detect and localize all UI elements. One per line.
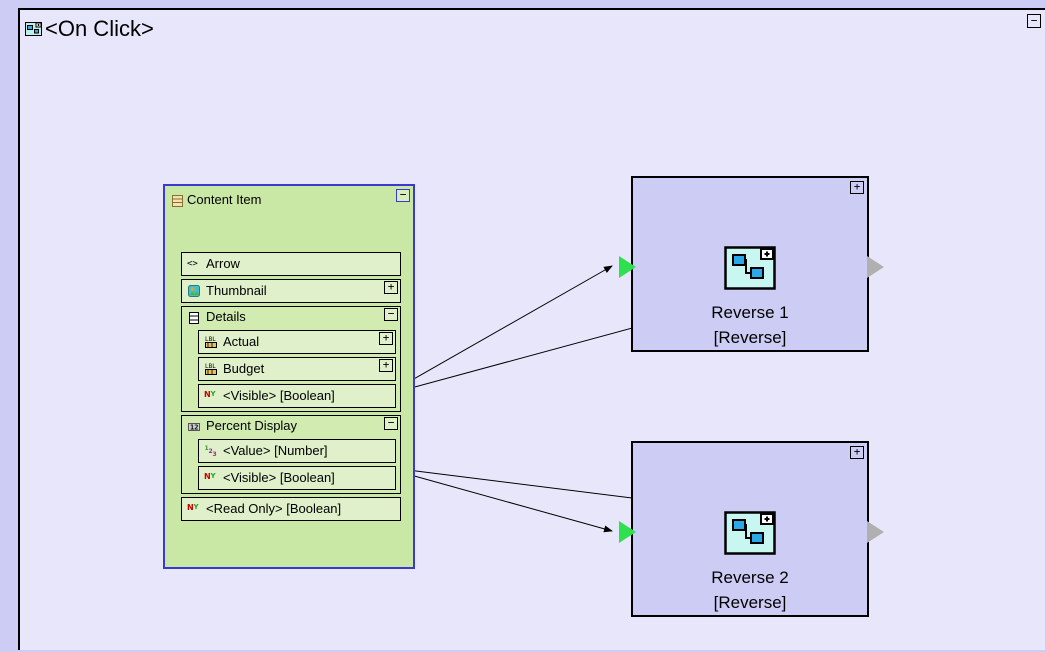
svg-text:N: N: [204, 472, 211, 481]
diagram-icon: [724, 511, 776, 555]
number-field-icon: 12: [187, 420, 202, 434]
content-item-collapse-button[interactable]: −: [396, 189, 410, 202]
label-icon: LBL: [204, 362, 219, 376]
tree-group-percent-display[interactable]: 12 Percent Display − 1 2 3: [181, 415, 401, 494]
tree-group-details[interactable]: Details − LBL Actual +: [181, 306, 401, 412]
tree-row-label: Thumbnail: [206, 283, 267, 298]
tree-group-collapse-button[interactable]: −: [384, 308, 398, 321]
tree-group-label: Details: [206, 309, 246, 324]
node-output-port[interactable]: [867, 256, 884, 278]
tree-row-label: Budget: [223, 361, 265, 376]
node-caption: Reverse 2 [Reverse]: [633, 565, 867, 615]
tree-row-read-only[interactable]: N Y <Read Only> [Boolean]: [181, 497, 401, 521]
angle-brackets-icon: <>: [187, 259, 198, 269]
node-caption: Reverse 1 [Reverse]: [633, 300, 867, 350]
node-reverse-2[interactable]: + Reverse 2 [Reverse]: [619, 441, 884, 617]
tree-row-label: <Read Only> [Boolean]: [206, 501, 342, 516]
tree-row-label: Actual: [223, 334, 260, 349]
tree-row-label: <Value> [Number]: [223, 443, 328, 458]
node-type-label: [Reverse]: [713, 593, 787, 612]
page-title: <On Click>: [45, 16, 154, 41]
node-expand-button[interactable]: +: [850, 446, 864, 459]
tree-row-actual[interactable]: LBL Actual +: [198, 330, 396, 354]
svg-text:Y: Y: [210, 472, 217, 480]
boolean-icon: N Y: [204, 471, 219, 485]
svg-text:N: N: [187, 503, 194, 512]
image-icon: [187, 284, 202, 298]
tree-group-collapse-button[interactable]: −: [384, 417, 398, 430]
node-output-port[interactable]: [867, 521, 884, 543]
edge-percent-visible-to-reverse2: [399, 471, 613, 533]
svg-text:Y: Y: [193, 503, 200, 511]
boolean-icon: N Y: [204, 389, 219, 403]
tree-row-expand-button[interactable]: +: [384, 281, 398, 294]
svg-text:3: 3: [213, 451, 217, 458]
tree-row-label: <Visible> [Boolean]: [223, 388, 335, 403]
tree-row-expand-button[interactable]: +: [379, 332, 393, 345]
diagram-icon: [25, 22, 42, 36]
label-icon: LBL: [204, 335, 219, 349]
window-titlebar: <On Click> −: [20, 10, 1045, 48]
node-input-port[interactable]: [619, 256, 636, 278]
diagram-window: <On Click> − Content Item − <> Arrow: [18, 8, 1045, 650]
content-item-tree: <> Arrow Thumbnail +: [181, 252, 401, 524]
tree-group-label: Percent Display: [206, 418, 298, 433]
content-item-title: Content Item: [187, 192, 262, 207]
edge-details-visible-to-reverse1: [397, 265, 613, 389]
tree-row-details-visible[interactable]: N Y <Visible> [Boolean]: [198, 384, 396, 408]
form-icon: [172, 195, 183, 207]
svg-text:2: 2: [209, 448, 213, 455]
svg-text:N: N: [204, 390, 211, 399]
node-name: Reverse 1: [711, 303, 789, 322]
tree-row-budget[interactable]: LBL Budget +: [198, 357, 396, 381]
tree-row-percent-visible[interactable]: N Y <Visible> [Boolean]: [198, 466, 396, 490]
tree-row-arrow[interactable]: <> Arrow: [181, 252, 401, 276]
window-collapse-button[interactable]: −: [1027, 14, 1041, 28]
number-icon: 1 2 3: [204, 444, 219, 458]
node-reverse-1[interactable]: + Reverse 1 [Reverse]: [619, 176, 884, 352]
svg-text:12: 12: [190, 424, 198, 432]
node-expand-button[interactable]: +: [850, 181, 864, 194]
svg-text:1: 1: [205, 445, 209, 452]
node-name: Reverse 2: [711, 568, 789, 587]
svg-text:LBL: LBL: [205, 363, 216, 370]
svg-text:Y: Y: [210, 390, 217, 398]
form-icon: [187, 311, 202, 325]
tree-row-percent-value[interactable]: 1 2 3 <Value> [Number]: [198, 439, 396, 463]
tree-row-label: Arrow: [206, 256, 240, 271]
tree-group-header: 12 Percent Display −: [182, 416, 400, 439]
tree-row-expand-button[interactable]: +: [379, 359, 393, 372]
boolean-icon: N Y: [187, 502, 202, 516]
tree-group-children: 1 2 3 <Value> [Number] N Y: [198, 439, 396, 490]
node-type-label: [Reverse]: [713, 328, 787, 347]
tree-group-children: LBL Actual + LBL: [198, 330, 396, 408]
node-input-port[interactable]: [619, 521, 636, 543]
tree-row-thumbnail[interactable]: Thumbnail +: [181, 279, 401, 303]
tree-group-header: Details −: [182, 307, 400, 330]
diagram-icon: [724, 246, 776, 290]
content-item-panel[interactable]: Content Item − <> Arrow: [163, 184, 415, 569]
svg-text:LBL: LBL: [205, 336, 216, 343]
content-item-header: Content Item −: [165, 186, 413, 216]
tree-row-label: <Visible> [Boolean]: [223, 470, 335, 485]
